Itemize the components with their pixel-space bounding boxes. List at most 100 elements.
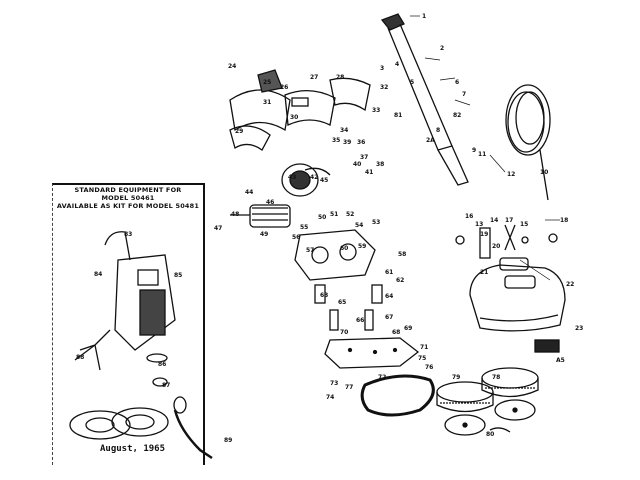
- part-number-label: 3: [380, 65, 385, 72]
- part-number-label: 52: [346, 211, 355, 218]
- part-number-label: 72: [378, 374, 387, 381]
- part-number-label: 76: [425, 364, 434, 371]
- part-number-label: 37: [360, 154, 369, 161]
- part-number-label: 85: [174, 272, 183, 279]
- part-number-label: 35: [332, 137, 341, 144]
- part-number-label: 64: [385, 293, 394, 300]
- part-number-label: 77: [345, 384, 354, 391]
- part-number-label: 55: [300, 224, 309, 231]
- part-number-label: 53: [372, 219, 381, 226]
- part-number-label: 50: [318, 214, 327, 221]
- part-number-label: 66: [356, 317, 365, 324]
- part-number-label: 40: [353, 161, 362, 168]
- part-number-label: 74: [326, 394, 335, 401]
- part-number-label: 20: [492, 243, 501, 250]
- part-number-label: 78: [492, 374, 501, 381]
- part-number-label: 17: [505, 217, 514, 224]
- part-number-label: 28: [336, 74, 345, 81]
- part-number-label: 63: [320, 292, 329, 299]
- part-number-label: 19: [480, 231, 489, 238]
- part-number-label: 68: [392, 329, 401, 336]
- part-number-label: 57: [306, 247, 315, 254]
- part-number-label: 2: [440, 45, 445, 52]
- part-number-label: 69: [404, 325, 413, 332]
- part-number-label: 58: [398, 251, 407, 258]
- part-number-label: 30: [290, 114, 299, 121]
- part-number-label: 22: [566, 281, 575, 288]
- brushes-and-pads: [436, 367, 539, 436]
- gearbox: [294, 229, 383, 331]
- part-number-label: 65: [338, 299, 347, 306]
- part-number-label: 84: [94, 271, 103, 278]
- part-number-label: 23: [575, 325, 584, 332]
- part-number-label: 21: [480, 269, 489, 276]
- part-number-label: 18: [560, 217, 569, 224]
- part-number-label: 51: [330, 211, 339, 218]
- part-number-label: 26: [280, 84, 289, 91]
- part-number-label: 33: [372, 107, 381, 114]
- part-number-label: 6: [455, 79, 460, 86]
- part-number-label: 16: [465, 213, 474, 220]
- part-number-label: 67: [385, 314, 394, 321]
- part-number-label: 32: [380, 84, 389, 91]
- part-number-label: 43: [288, 174, 297, 181]
- part-number-label: 44: [245, 189, 254, 196]
- part-number-label: 2A: [426, 137, 435, 144]
- base-plate: [324, 337, 420, 369]
- part-number-label: 11: [478, 151, 487, 158]
- part-number-label: 36: [357, 139, 366, 146]
- part-number-label: 25: [263, 79, 272, 86]
- part-number-label: 5: [410, 79, 415, 86]
- part-number-label: 47: [214, 225, 223, 232]
- drive-belt: [360, 374, 435, 417]
- part-number-label: 15: [520, 221, 529, 228]
- part-number-label: 88: [76, 354, 85, 361]
- part-number-label: 1: [422, 13, 427, 20]
- part-number-label: 42: [310, 174, 319, 181]
- part-number-label: 45: [320, 177, 329, 184]
- part-number-label: 56: [292, 234, 301, 241]
- motor: [230, 163, 331, 228]
- part-number-label: 41: [365, 169, 374, 176]
- part-number-label: 61: [385, 269, 394, 276]
- part-number-label: 86: [158, 361, 167, 368]
- part-number-label: 14: [490, 217, 499, 224]
- part-number-label: 81: [394, 112, 403, 119]
- part-number-label: 9: [472, 147, 477, 154]
- part-number-label: 12: [507, 171, 516, 178]
- part-number-label: 82: [453, 112, 462, 119]
- part-number-label: 4: [395, 61, 400, 68]
- kit-line-2: MODEL 50461: [101, 194, 155, 202]
- part-number-label: 70: [340, 329, 349, 336]
- part-number-label: 34: [340, 127, 349, 134]
- kit-line-1: STANDARD EQUIPMENT FOR: [74, 186, 182, 194]
- power-cord: [505, 84, 551, 201]
- handle: [380, 13, 469, 186]
- part-number-label: 10: [540, 169, 549, 176]
- part-number-label: 31: [263, 99, 272, 106]
- cover: [469, 264, 566, 353]
- part-number-label: 29: [235, 128, 244, 135]
- part-number-label: 46: [266, 199, 275, 206]
- small-parts: [455, 224, 558, 271]
- part-number-label: 13: [475, 221, 484, 228]
- diagram-date: August, 1965: [100, 444, 166, 454]
- standard-equipment-box: [52, 183, 205, 465]
- part-number-label: 80: [486, 431, 495, 438]
- part-number-label: 87: [162, 382, 171, 389]
- part-number-label: 24: [228, 63, 237, 70]
- part-number-label: A5: [556, 357, 565, 364]
- kit-line-3: AVAILABLE AS KIT FOR MODEL 50481: [56, 202, 200, 210]
- part-number-label: 79: [452, 374, 461, 381]
- part-number-label: 83: [124, 231, 133, 238]
- motor-housing-parts: [229, 69, 371, 151]
- part-number-label: 59: [358, 243, 367, 250]
- kit-contents: [69, 231, 213, 460]
- part-number-label: 7: [462, 91, 467, 98]
- part-number-label: 27: [310, 74, 319, 81]
- part-number-label: 89: [224, 437, 233, 444]
- part-number-label: 49: [260, 231, 269, 238]
- part-number-label: 75: [418, 355, 427, 362]
- part-number-label: 62: [396, 277, 405, 284]
